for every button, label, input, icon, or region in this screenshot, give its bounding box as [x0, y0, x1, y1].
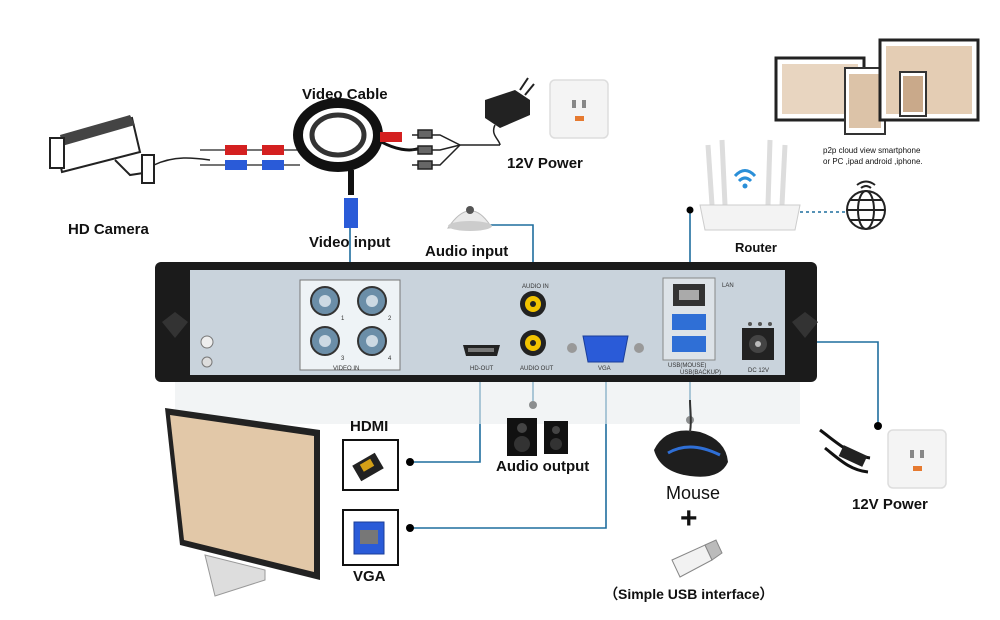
panel-label-dc12v: DC 12V — [748, 368, 769, 374]
hdmi-port — [463, 345, 500, 356]
vga-cable-icon — [342, 509, 399, 566]
panel-label-video-in: VIDEO IN — [333, 366, 359, 372]
audio-rca-ports — [520, 291, 546, 356]
video-input-bnc-plug — [344, 198, 358, 228]
wall-socket-top-icon — [549, 79, 609, 139]
panel-label-ch2: 2 — [388, 316, 392, 322]
lan-usb-ports — [662, 277, 716, 361]
monitor-icon — [165, 408, 320, 597]
speakers-icon — [507, 418, 568, 456]
label-hd-camera: HD Camera — [68, 221, 149, 238]
dc-cable-icon — [819, 428, 871, 474]
panel-label-lan: LAN — [722, 283, 734, 289]
label-p2p-line2: or PC ,ipad android ,iphone. — [823, 157, 923, 166]
camera-plugs — [200, 145, 300, 170]
label-video-cable: Video Cable — [302, 86, 388, 103]
label-power-right: 12V Power — [852, 496, 928, 513]
router-icon — [699, 139, 801, 231]
hdmi-cable-icon — [342, 439, 399, 491]
label-usb-interface: （Simple USB interface） — [604, 586, 774, 602]
dot-hdmi — [406, 458, 414, 466]
video-in-ports — [299, 279, 401, 371]
label-audio-output: Audio output — [496, 458, 590, 475]
globe-icon — [846, 180, 886, 230]
microphone-icon — [447, 206, 492, 231]
usb-port-backup — [672, 336, 706, 352]
dot-power-right — [874, 422, 882, 430]
dc-power-jack — [742, 322, 774, 360]
mouse-icon — [654, 399, 728, 477]
dot-vga — [406, 524, 414, 532]
label-power-top: 12V Power — [507, 155, 583, 172]
panel-label-usb-mouse: USB(MOUSE) — [668, 363, 706, 369]
wall-socket-right-icon — [887, 429, 947, 489]
usb-stick-icon — [671, 539, 723, 578]
panel-label-vga: VGA — [598, 366, 611, 372]
panel-reflection — [175, 382, 800, 424]
dvr-back-panel — [155, 262, 818, 382]
label-p2p-line1: p2p cloud view smartphone — [823, 146, 921, 155]
panel-label-ch3: 3 — [341, 356, 345, 362]
power-adapter-icon — [485, 77, 535, 146]
p2p-devices-icon — [774, 38, 980, 135]
panel-label-usb-backup: USB(BACKUP) — [680, 370, 721, 376]
panel-label-ch4: 4 — [388, 356, 392, 362]
wifi-icon — [733, 169, 757, 183]
label-mouse: Mouse — [666, 483, 721, 503]
label-video-input: Video input — [309, 234, 391, 251]
label-router: Router — [735, 240, 777, 255]
label-audio-input: Audio input — [425, 243, 509, 260]
label-plus: + — [680, 502, 698, 535]
panel-label-audio-in: AUDIO IN — [522, 284, 549, 290]
panel-label-hd-out: HD-OUT — [470, 366, 494, 372]
label-hdmi: HDMI — [350, 418, 389, 435]
hd-camera-icon — [49, 115, 211, 184]
label-vga: VGA — [353, 568, 386, 585]
vga-port — [567, 335, 644, 363]
video-cable-coil-icon — [293, 98, 421, 228]
usb-port-mouse — [672, 314, 706, 330]
power-splitter-icon — [412, 129, 500, 170]
blue-bnc-plug — [225, 160, 247, 170]
panel-label-ch1: 1 — [341, 316, 345, 322]
panel-label-audio-out: AUDIO OUT — [520, 366, 554, 372]
red-dc-plug — [225, 145, 247, 155]
ground-screw-icon — [200, 335, 214, 349]
dot-router — [686, 206, 694, 214]
